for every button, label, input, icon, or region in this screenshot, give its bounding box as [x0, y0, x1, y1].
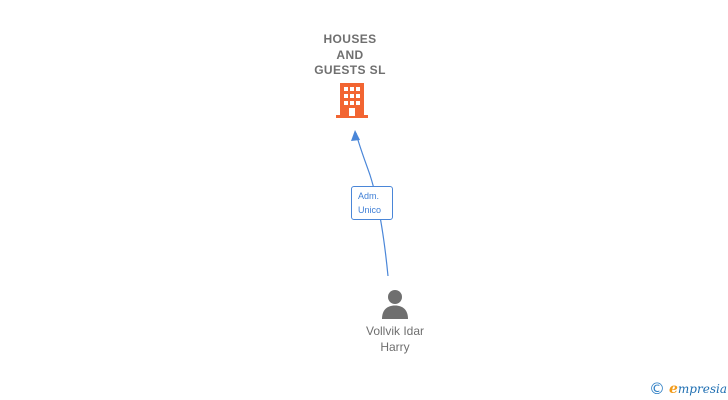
company-name-line-2: AND — [336, 47, 364, 62]
brand-footer[interactable]: © e mpresia — [649, 379, 727, 399]
person-name-line-2: Harry — [380, 339, 410, 354]
building-icon[interactable] — [335, 83, 369, 119]
company-name-line-3: GUESTS SL — [314, 63, 386, 77]
relation-label-line-2: Unico — [358, 205, 382, 215]
relation-connector — [355, 132, 389, 277]
arrowhead-icon — [351, 130, 360, 141]
person-name[interactable]: Vollvik Idar Harry — [320, 324, 470, 355]
company-name-line-1: HOUSES — [323, 32, 377, 46]
relation-label-line-1: Adm. — [358, 191, 380, 201]
brand-name: mpresia — [677, 382, 727, 396]
company-name[interactable]: HOUSES AND GUESTS SL — [270, 32, 430, 79]
copyright-icon: © — [649, 379, 665, 398]
relation-label[interactable]: Adm. Unico — [351, 186, 393, 220]
person-icon[interactable] — [380, 289, 410, 320]
person-name-line-1: Vollvik Idar — [365, 324, 425, 338]
brand-logo-mark: e — [669, 381, 678, 397]
